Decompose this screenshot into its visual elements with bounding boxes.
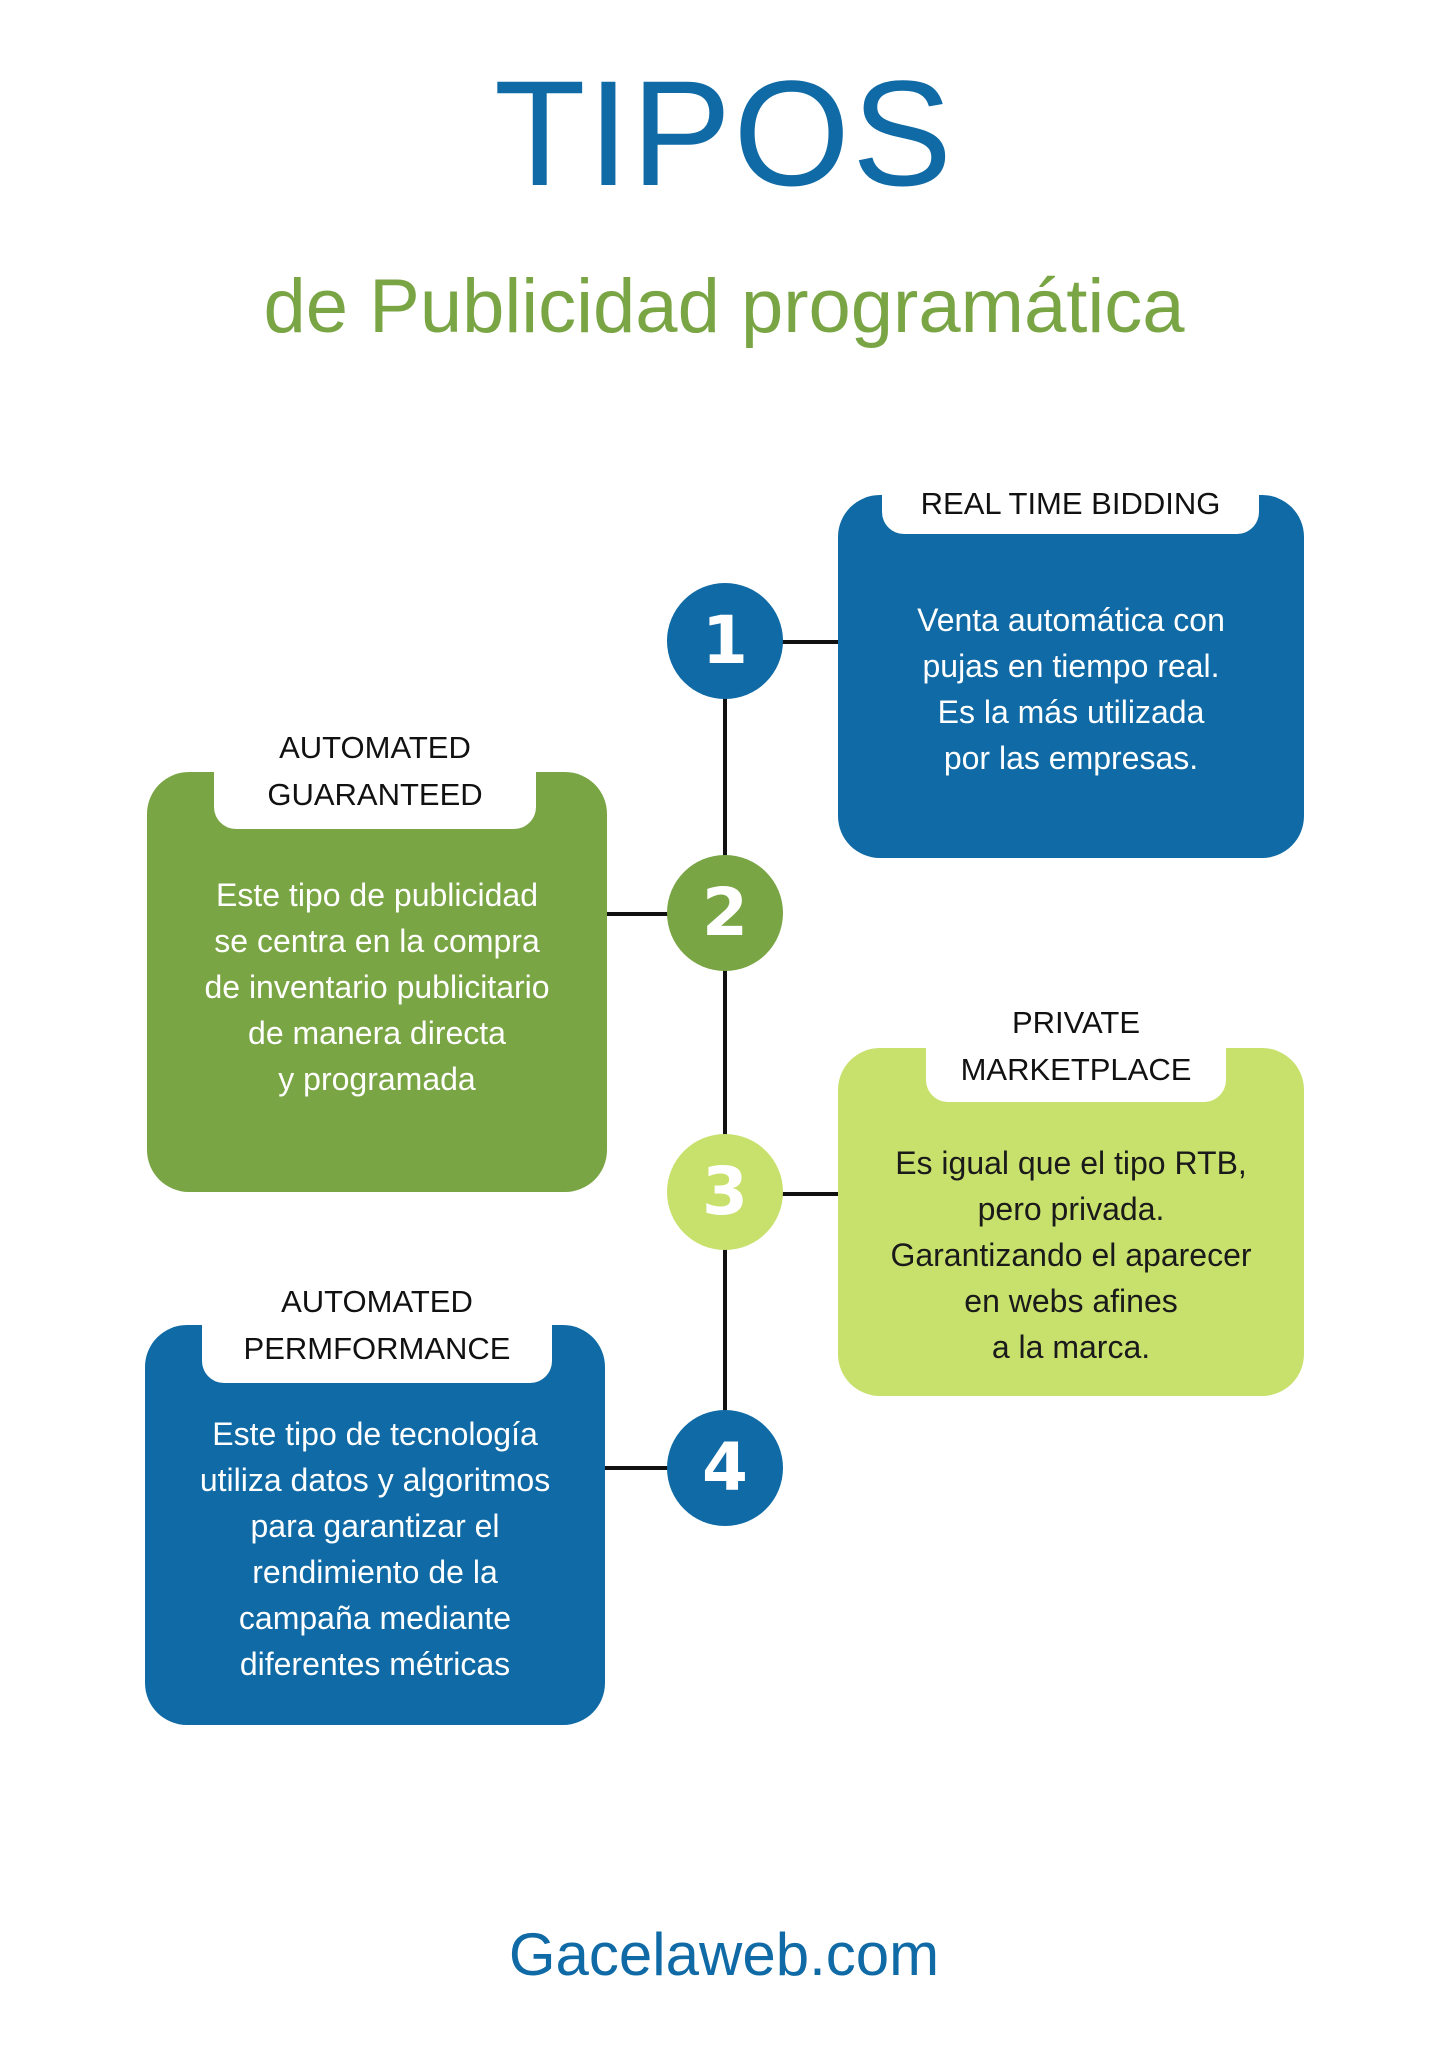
card-1-line: Es la más utilizada — [937, 694, 1205, 730]
page-subtitle: de Publicidad programática — [263, 264, 1185, 349]
step-4-number: 4 — [667, 1410, 783, 1526]
step-3-number: 3 — [667, 1134, 783, 1250]
card-3-line: pero privada. — [977, 1191, 1165, 1227]
card-3-heading-line: PRIVATE — [1011, 1005, 1141, 1040]
card-1-line: Venta automática con — [917, 602, 1225, 638]
card-2-line: de manera directa — [248, 1015, 506, 1051]
card-4-heading-line: AUTOMATED — [281, 1284, 473, 1319]
card-2-line: de inventario publicitario — [204, 969, 550, 1005]
footer-website: Gacelaweb.com — [508, 1921, 940, 1988]
card-2-heading-line: AUTOMATED — [279, 730, 471, 765]
card-1-heading-line: REAL TIME BIDDING — [920, 486, 1221, 521]
card-2-heading-line: GUARANTEED — [267, 777, 483, 812]
card-4-line: diferentes métricas — [239, 1646, 511, 1682]
card-4-line: rendimiento de la — [252, 1554, 498, 1590]
step-1-number: 1 — [667, 583, 783, 699]
card-2-heading: AUTOMATED GUARANTEED — [214, 716, 536, 829]
card-1-text: Venta automática con pujas en tiempo rea… — [838, 597, 1304, 781]
connector-4 — [605, 1466, 670, 1470]
step-2-number: 2 — [667, 855, 783, 971]
connector-2 — [605, 912, 670, 916]
card-3-heading-line: MARKETPLACE — [960, 1052, 1192, 1087]
card-automated-guaranteed: Este tipo de publicidad se centra en la … — [147, 772, 607, 1192]
card-private-marketplace: Es igual que el tipo RTB, pero privada. … — [838, 1048, 1304, 1396]
card-4-line: utiliza datos y algoritmos — [199, 1462, 551, 1498]
card-2-line: Este tipo de publicidad — [216, 877, 538, 913]
card-real-time-bidding: Venta automática con pujas en tiempo rea… — [838, 495, 1304, 858]
card-4-heading: AUTOMATED PERMFORMANCE — [202, 1270, 552, 1383]
card-3-line: Es igual que el tipo RTB, — [895, 1145, 1247, 1181]
card-3-line: a la marca. — [991, 1329, 1151, 1365]
page-title: TIPOS — [493, 49, 955, 217]
card-3-line: en webs afines — [964, 1283, 1178, 1319]
card-2-line: y programada — [278, 1061, 476, 1097]
card-2-text: Este tipo de publicidad se centra en la … — [147, 872, 607, 1102]
card-4-line: Este tipo de tecnología — [212, 1416, 538, 1452]
card-automated-performance: Este tipo de tecnología utiliza datos y … — [145, 1325, 605, 1725]
card-4-line: campaña mediante — [238, 1600, 512, 1636]
card-4-heading-line: PERMFORMANCE — [243, 1331, 511, 1366]
card-1-heading: REAL TIME BIDDING — [882, 478, 1259, 534]
card-4-line: para garantizar el — [250, 1508, 500, 1544]
connector-3 — [780, 1192, 840, 1196]
card-3-heading: PRIVATE MARKETPLACE — [926, 993, 1226, 1102]
timeline-line — [723, 690, 727, 1470]
card-3-text: Es igual que el tipo RTB, pero privada. … — [838, 1140, 1304, 1370]
card-1-line: pujas en tiempo real. — [922, 648, 1220, 684]
card-4-text: Este tipo de tecnología utiliza datos y … — [145, 1411, 605, 1687]
card-2-line: se centra en la compra — [214, 923, 540, 959]
card-3-line: Garantizando el aparecer — [890, 1237, 1252, 1273]
card-1-line: por las empresas. — [943, 740, 1199, 776]
connector-1 — [780, 640, 840, 644]
